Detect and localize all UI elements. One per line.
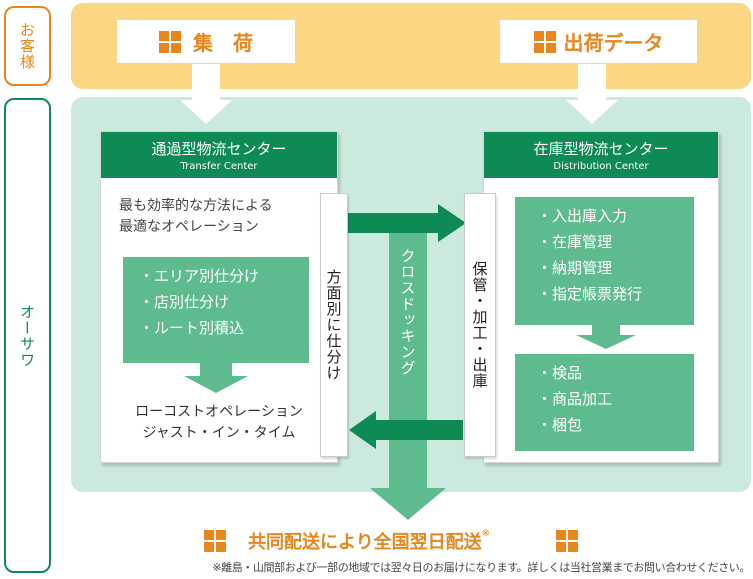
distribution-center-title: 在庫型物流センター xyxy=(533,140,669,158)
data-down-arrow xyxy=(566,64,618,124)
grid-icon xyxy=(204,530,226,552)
crossdock-arrow xyxy=(370,224,446,520)
crossdock-label-wrap: クロスドッキング xyxy=(389,248,427,418)
list-item: ・商品加工 xyxy=(537,390,613,408)
left-arrow xyxy=(349,411,463,449)
distribution-task-list-2: ・検品 ・商品加工 ・梱包 xyxy=(515,354,694,451)
distribution-center-header: 在庫型物流センター Distribution Center xyxy=(484,132,718,178)
grid-icon xyxy=(159,30,181,53)
sort-column: 方面別に仕分け xyxy=(320,193,348,457)
right-arrow xyxy=(347,204,466,242)
store-label: 保管・加工・出庫 xyxy=(470,261,489,389)
shipping-data-box: 出荷データ xyxy=(500,20,697,63)
distribution-task-list-1: ・入出庫入力 ・在庫管理 ・納期管理 ・指定帳票発行 xyxy=(515,197,694,325)
sort-label: 方面別に仕分け xyxy=(324,269,343,381)
store-column: 保管・加工・出庫 xyxy=(464,193,496,457)
transfer-down-arrow xyxy=(184,363,248,393)
list-item: ・梱包 xyxy=(537,416,583,434)
transfer-center-desc: 最も効率的な方法による 最適なオペレーション xyxy=(119,198,273,235)
customer-label-box: お客様 xyxy=(4,6,51,86)
pickup-label: 集 荷 xyxy=(193,31,253,55)
transfer-center-card: 通過型物流センター Transfer Center 最も効率的な方法による 最適… xyxy=(100,131,338,463)
distribution-center-subtitle: Distribution Center xyxy=(553,161,649,172)
grid-icon xyxy=(556,530,578,552)
bottom-result: 共同配送により全国翌日配送※ xyxy=(204,527,604,555)
company-label: オーサワ xyxy=(18,303,36,368)
transfer-center-title: 通過型物流センター xyxy=(151,140,287,158)
list-item: ・在庫管理 xyxy=(537,233,613,251)
transfer-result: ローコストオペレーション ジャスト・イン・タイム xyxy=(135,404,303,441)
shipping-data-label: 出荷データ xyxy=(563,31,664,55)
bottom-result-mark: ※ xyxy=(481,528,491,539)
pickup-box: 集 荷 xyxy=(117,20,295,63)
list-item: ・エリア別仕分け xyxy=(139,267,260,285)
transfer-center-header: 通過型物流センター Transfer Center xyxy=(101,132,337,178)
distribution-down-arrow xyxy=(576,325,636,349)
list-item: ・ルート別積込 xyxy=(139,319,245,337)
list-item: ・店別仕分け xyxy=(139,293,230,311)
crossdock-label: クロスドッキング xyxy=(398,248,417,376)
transfer-task-list: ・エリア別仕分け ・店別仕分け ・ルート別積込 xyxy=(123,257,309,363)
company-label-box: オーサワ xyxy=(4,98,51,573)
bottom-result-label: 共同配送により全国翌日配送 xyxy=(248,532,482,553)
list-item: ・指定帳票発行 xyxy=(537,285,643,303)
footnote: ※離島・山間部および一部の地域では翌々日のお届けになります。詳しくは当社営業まで… xyxy=(212,561,750,574)
list-item: ・検品 xyxy=(537,364,583,382)
list-item: ・納期管理 xyxy=(537,259,613,277)
grid-icon xyxy=(533,30,556,53)
transfer-center-subtitle: Transfer Center xyxy=(180,161,258,172)
customer-label: お客様 xyxy=(18,22,36,70)
distribution-center-card: 在庫型物流センター Distribution Center ・入出庫入力 ・在庫… xyxy=(483,131,719,463)
list-item: ・入出庫入力 xyxy=(537,207,628,225)
pickup-down-arrow xyxy=(180,64,232,124)
